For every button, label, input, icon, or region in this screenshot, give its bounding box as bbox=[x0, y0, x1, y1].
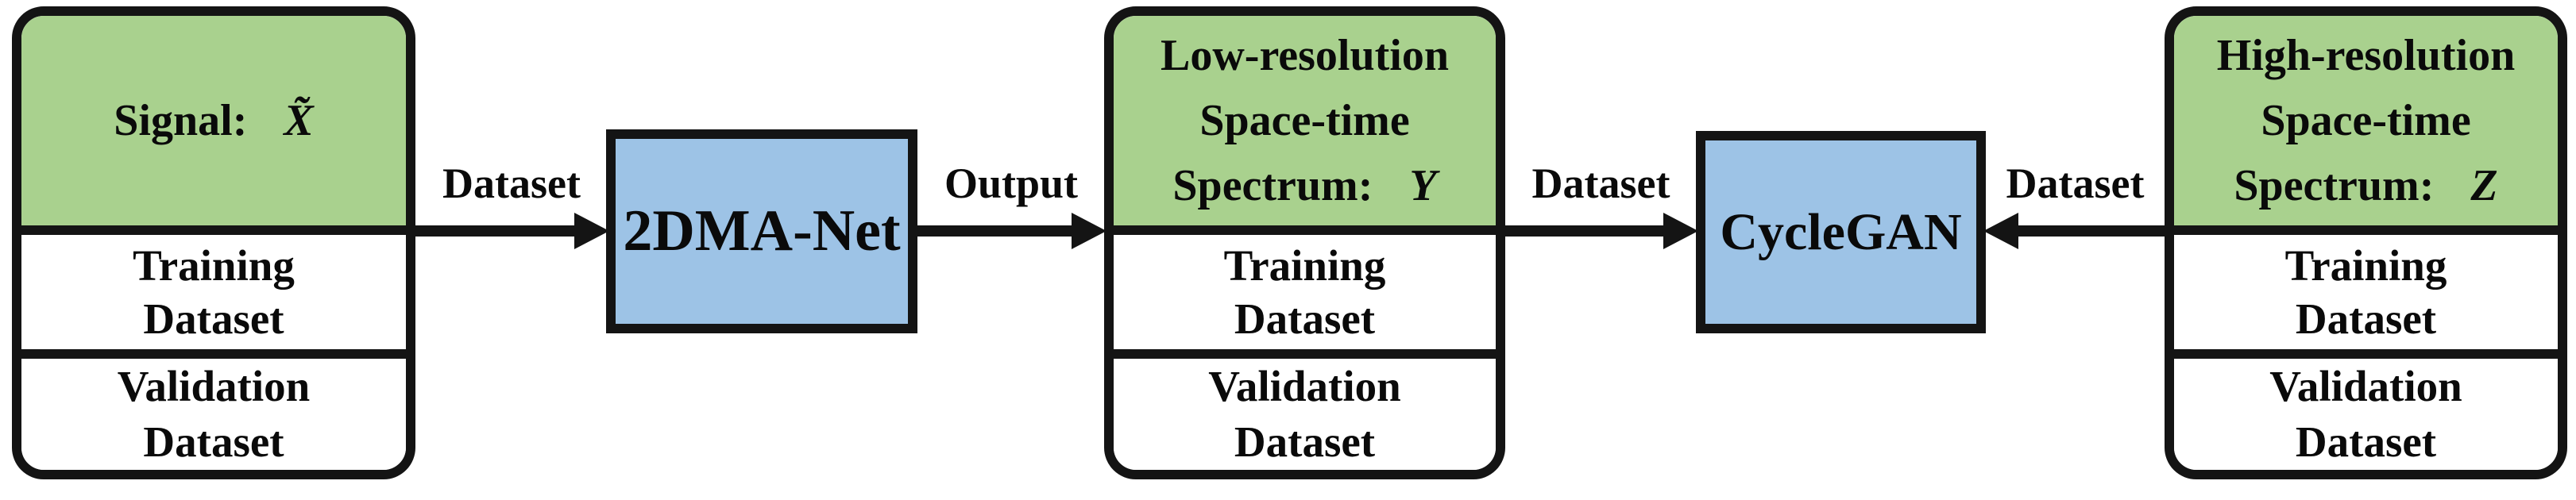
lowres-title-text: Spectrum: bbox=[1172, 160, 1373, 210]
cyclegan-node: CycleGAN bbox=[1696, 131, 1986, 333]
2dmanet-label: 2DMA-Net bbox=[623, 198, 901, 263]
arrowhead-left-icon bbox=[1983, 213, 2018, 249]
training-label-line1: Training bbox=[133, 240, 295, 290]
highres-title-text: Spectrum: bbox=[2234, 160, 2435, 210]
signal-title-section: Signal: X̃ bbox=[21, 16, 406, 235]
arrow-label-dataset-3: Dataset bbox=[2006, 160, 2145, 207]
lowres-variable: Y bbox=[1409, 160, 1437, 210]
lowres-validation-section: Validation Dataset bbox=[1114, 359, 1496, 470]
validation-label-line2: Dataset bbox=[2295, 417, 2437, 466]
arrow-label-dataset-2: Dataset bbox=[1531, 160, 1670, 207]
signal-training-section: Training Dataset bbox=[21, 234, 406, 359]
arrow-shaft bbox=[414, 225, 582, 237]
arrowhead-right-icon bbox=[1072, 213, 1106, 249]
validation-label-line1: Validation bbox=[117, 362, 311, 410]
arrowhead-right-icon bbox=[1663, 213, 1698, 249]
arrow-label-dataset-1: Dataset bbox=[442, 160, 581, 207]
2dmanet-node: 2DMA-Net bbox=[606, 129, 917, 333]
signal-title-text: Signal: bbox=[114, 95, 248, 145]
training-label-line2: Dataset bbox=[2295, 294, 2437, 343]
signal-dataset-box: Signal: X̃ Training Dataset Validation Da… bbox=[12, 6, 415, 479]
validation-label-line2: Dataset bbox=[143, 417, 284, 466]
highres-variable: Z bbox=[2470, 160, 2498, 210]
highres-title-section: High-resolution Space-time Spectrum: Z bbox=[2174, 16, 2558, 235]
arrow-2dmanet-to-lowres bbox=[916, 213, 1106, 249]
lowres-training-section: Training Dataset bbox=[1114, 234, 1496, 359]
lowres-dataset-box: Low-resolution Space-time Spectrum: Y Tra… bbox=[1104, 6, 1505, 479]
highres-title-line1: High-resolution bbox=[2216, 30, 2516, 80]
training-label-line1: Training bbox=[1223, 240, 1386, 290]
highres-title-line2: Space-time bbox=[2261, 95, 2471, 145]
highres-training-section: Training Dataset bbox=[2174, 234, 2558, 359]
signal-validation-section: Validation Dataset bbox=[21, 359, 406, 470]
highres-validation-section: Validation Dataset bbox=[2174, 359, 2558, 470]
signal-variable: X̃ bbox=[284, 95, 314, 145]
signal-title-line: Signal: X̃ bbox=[114, 88, 313, 153]
arrow-lowres-to-cyclegan bbox=[1504, 213, 1698, 249]
highres-dataset-box: High-resolution Space-time Spectrum: Z Tr… bbox=[2165, 6, 2567, 479]
highres-title-line3: Spectrum: Z bbox=[2234, 153, 2497, 218]
arrow-shaft bbox=[1504, 225, 1671, 237]
validation-label-line1: Validation bbox=[2269, 362, 2462, 410]
lowres-title-section: Low-resolution Space-time Spectrum: Y bbox=[1114, 16, 1496, 235]
lowres-title-line2: Space-time bbox=[1199, 95, 1410, 145]
training-label-line2: Dataset bbox=[1234, 294, 1376, 343]
arrow-signal-to-2dmanet bbox=[414, 213, 609, 249]
training-label-line2: Dataset bbox=[143, 294, 284, 343]
training-label-line1: Training bbox=[2284, 240, 2447, 290]
lowres-title-line1: Low-resolution bbox=[1161, 30, 1449, 80]
cyclegan-label: CycleGAN bbox=[1720, 202, 1962, 261]
arrowhead-right-icon bbox=[574, 213, 609, 249]
lowres-title-line3: Spectrum: Y bbox=[1172, 153, 1436, 218]
arrow-label-output: Output bbox=[944, 160, 1079, 207]
arrow-shaft bbox=[2010, 225, 2167, 237]
validation-label-line2: Dataset bbox=[1234, 417, 1376, 466]
arrow-shaft bbox=[916, 225, 1079, 237]
arrow-highres-to-cyclegan bbox=[1983, 213, 2167, 249]
validation-label-line1: Validation bbox=[1208, 362, 1401, 410]
